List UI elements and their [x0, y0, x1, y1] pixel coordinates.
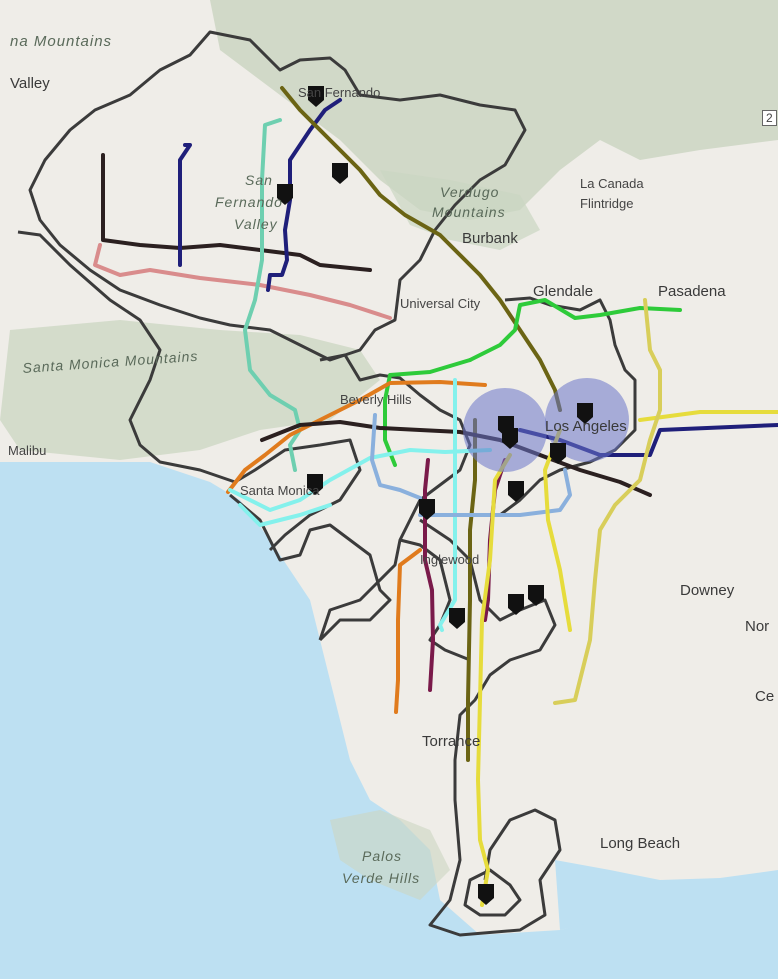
- label-pasadena: Pasadena: [658, 283, 726, 300]
- label-palos-verdes-1: Palos: [362, 848, 403, 864]
- route-cyan[interactable]: [228, 448, 492, 512]
- stop-marker-icon[interactable]: [308, 86, 324, 107]
- ocean-bay: [555, 860, 778, 930]
- stop-marker-icon[interactable]: [508, 594, 524, 615]
- boundary-valley: [28, 30, 527, 362]
- ocean: [0, 462, 778, 979]
- label-sfv-2: Fernando: [215, 194, 283, 210]
- route-green[interactable]: [468, 298, 682, 362]
- route-purple[interactable]: [423, 458, 435, 692]
- label-burbank: Burbank: [462, 230, 518, 247]
- label-san-fernando: San Fernando: [298, 85, 381, 100]
- route-yellow-gold[interactable]: [638, 410, 778, 422]
- label-valley: Valley: [10, 75, 50, 92]
- label-cerritos: Ce: [755, 688, 775, 705]
- stop-marker-icon[interactable]: [550, 443, 566, 464]
- route-green-west[interactable]: [383, 358, 472, 467]
- stop-marker-icon[interactable]: [332, 163, 348, 184]
- route-navy-north[interactable]: [266, 98, 342, 292]
- label-torrance: Torrance: [422, 733, 481, 750]
- label-sfv-3: Valley: [234, 216, 278, 232]
- stop-marker-icon[interactable]: [419, 499, 435, 520]
- boundary-east: [499, 296, 637, 517]
- label-la-canada-1: La Canada: [580, 176, 644, 191]
- stop-marker-icon[interactable]: [508, 481, 524, 502]
- route-cyan-west[interactable]: [238, 503, 332, 527]
- label-mountains-nw: na Mountains: [10, 33, 113, 50]
- label-la-canada-2: Flintridge: [580, 196, 634, 211]
- label-verdugo-2: Mountains: [432, 204, 506, 220]
- route-black-wilshire[interactable]: [260, 420, 652, 497]
- label-norwalk: Nor: [745, 618, 770, 635]
- label-inglewood: Inglewood: [420, 552, 480, 567]
- label-malibu: Malibu: [8, 443, 47, 458]
- label-palos-verdes-2: Verde Hills: [342, 870, 421, 886]
- route-black-valley[interactable]: [101, 153, 372, 272]
- label-sfv-1: San: [245, 172, 273, 188]
- stop-marker-icon[interactable]: [478, 884, 494, 905]
- route-khaki[interactable]: [553, 298, 662, 705]
- stop-marker-icon[interactable]: [502, 428, 518, 449]
- stop-marker-icon[interactable]: [449, 608, 465, 629]
- route-cyan-south[interactable]: [438, 378, 457, 632]
- label-glendale: Glendale: [533, 283, 594, 300]
- stop-markers: [277, 86, 593, 905]
- route-olive-south[interactable]: [466, 418, 477, 762]
- route-navy-valley[interactable]: [178, 143, 192, 267]
- stop-marker-icon[interactable]: [307, 474, 323, 495]
- route-rose[interactable]: [93, 243, 392, 320]
- boundary-west: [17, 230, 362, 552]
- label-downey: Downey: [680, 582, 735, 599]
- stop-marker-icon[interactable]: [577, 403, 593, 424]
- label-verdugo-1: Verdugo: [440, 184, 500, 200]
- route-orange[interactable]: [226, 380, 487, 494]
- mountains-verdugo: [380, 170, 540, 250]
- route-lightblue[interactable]: [370, 413, 422, 500]
- label-santa-monica: Santa Monica: [240, 483, 320, 498]
- boundary-harbor: [463, 868, 522, 917]
- district-boundaries: [17, 30, 637, 937]
- stop-marker-icon[interactable]: [528, 585, 544, 606]
- route-lightblue-east[interactable]: [418, 468, 572, 517]
- boundary-westside: [229, 493, 392, 642]
- route-olive[interactable]: [280, 86, 562, 412]
- mountains-palos-verdes: [330, 810, 450, 900]
- boundary-central: [318, 353, 472, 641]
- label-long-beach: Long Beach: [600, 835, 681, 852]
- label-beverly-hills: Beverly Hills: [340, 392, 412, 407]
- route-orange-south[interactable]: [394, 548, 422, 714]
- boundary-south: [419, 518, 562, 937]
- route-yellow-long[interactable]: [476, 453, 512, 907]
- mountains-north: [210, 0, 778, 220]
- label-universal-city: Universal City: [400, 296, 481, 311]
- stop-marker-icon[interactable]: [277, 184, 293, 205]
- label-los-angeles: Los Angeles: [545, 418, 627, 435]
- highway-shield: 2: [762, 110, 777, 126]
- mountains-santa-monica: [0, 320, 380, 460]
